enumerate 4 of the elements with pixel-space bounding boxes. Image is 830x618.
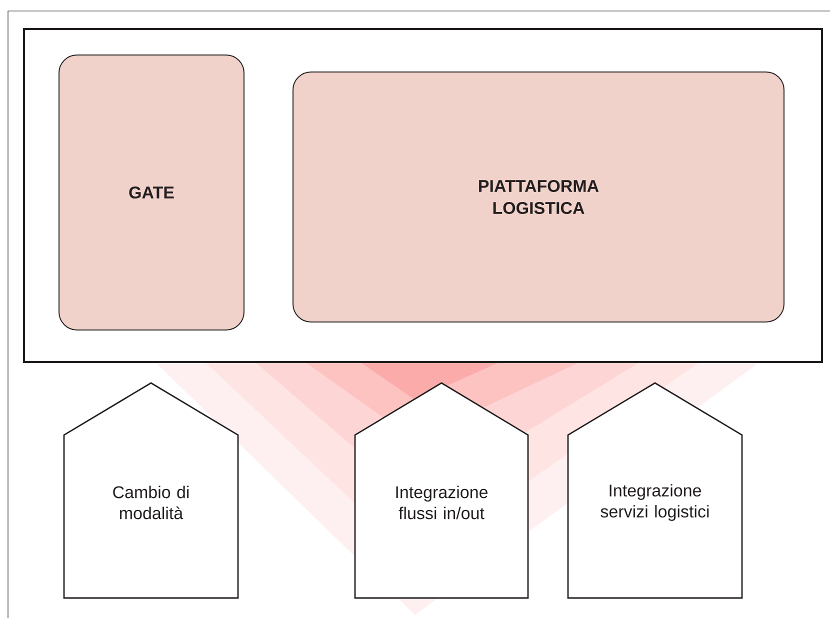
frame-box: [23, 28, 823, 363]
rounded-box: PIATTAFORMA LOGISTICA: [292, 72, 784, 322]
rounded-box: GATE: [58, 54, 244, 330]
node-label: Cambio di modalità: [113, 486, 189, 520]
